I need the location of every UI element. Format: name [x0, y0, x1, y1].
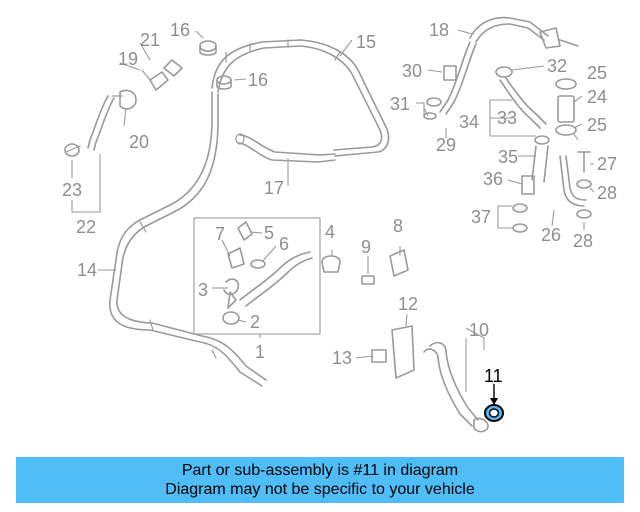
callout-19: 19 [118, 49, 138, 69]
banner-line-2: Diagram may not be specific to your vehi… [165, 481, 475, 498]
bolt-36 [521, 175, 535, 195]
callout-16-mid: 16 [248, 70, 268, 90]
fittings-37 [512, 203, 528, 233]
callout-4: 4 [325, 222, 335, 242]
bolt-9 [361, 275, 375, 285]
callout-5: 5 [264, 223, 274, 243]
callout-1: 1 [255, 342, 265, 362]
cap-4 [321, 255, 341, 273]
oring-6 [250, 259, 266, 269]
hose-17 [235, 133, 336, 163]
callout-13: 13 [332, 348, 352, 368]
bracket-8 [389, 249, 409, 277]
callout-26: 26 [541, 225, 561, 245]
callout-17: 17 [264, 178, 284, 198]
banner-line-1: Part or sub-assembly is #11 in diagram [181, 462, 459, 479]
callout-2: 2 [250, 312, 260, 332]
part-22-pipe [64, 95, 115, 157]
callout-33: 33 [497, 108, 517, 128]
callout-numbers: 1 2 3 4 5 6 7 8 9 10 11 12 13 14 15 16 1… [62, 20, 617, 386]
clamp-32 [495, 66, 513, 78]
callout-3: 3 [198, 280, 208, 300]
bolt-13 [371, 349, 387, 363]
part-20-fitting [111, 89, 137, 110]
callout-7: 7 [215, 224, 225, 244]
callout-14: 14 [77, 260, 97, 280]
washers-28 [576, 179, 592, 219]
callout-37: 37 [471, 207, 491, 227]
callout-18: 18 [429, 20, 449, 40]
fitting-30 [443, 65, 457, 81]
part-7 [227, 247, 245, 269]
callout-28-top: 28 [597, 183, 617, 203]
callout-25-bottom: 25 [587, 115, 607, 135]
callout-9: 9 [361, 237, 371, 257]
callout-20: 20 [129, 132, 149, 152]
cap-25-bottom [555, 124, 577, 136]
callout-28-bottom: 28 [573, 231, 593, 251]
callout-11: 11 [484, 366, 503, 386]
fitting-35 [531, 135, 550, 183]
part-5 [237, 221, 253, 241]
callout-11-arrow [490, 384, 498, 405]
callout-12: 12 [398, 294, 418, 314]
callout-15: 15 [356, 32, 376, 52]
part-21-cap [163, 59, 183, 77]
pipe-10 [423, 341, 489, 433]
callout-25-top: 25 [587, 63, 607, 83]
cap-25-top [555, 78, 577, 90]
callout-21: 21 [140, 30, 160, 50]
pipe-26 [559, 155, 587, 207]
assembly-box-1 [193, 217, 321, 335]
fitting-16-top [199, 40, 217, 56]
hose-18 [469, 16, 579, 49]
coolant-pipe-15 [211, 39, 390, 157]
callout-31: 31 [390, 94, 410, 114]
pipe-1-assembly [227, 251, 313, 309]
oring-11 [484, 404, 504, 422]
info-banner: Part or sub-assembly is #11 in diagram D… [16, 457, 624, 503]
hose-33 [499, 77, 547, 129]
bracket-12 [391, 325, 415, 379]
hose-29 [439, 41, 477, 115]
callout-10: 10 [469, 320, 489, 340]
filter-24 [557, 95, 575, 123]
oring-2 [222, 311, 240, 325]
leader-lines [71, 29, 595, 392]
callout-27: 27 [597, 154, 617, 174]
coolant-pipe-14 [109, 91, 267, 387]
callout-22: 22 [76, 217, 96, 237]
callout-23: 23 [62, 180, 82, 200]
parts-diagram: 1 2 3 4 5 6 7 8 9 10 11 12 13 14 15 16 1… [62, 16, 617, 433]
callout-16-top: 16 [170, 20, 190, 40]
clamp-31 [423, 97, 442, 120]
bolt-27 [577, 151, 591, 173]
clip-3 [223, 278, 240, 296]
callout-35: 35 [498, 147, 518, 167]
part-19-sensor [149, 71, 169, 91]
callout-6: 6 [279, 234, 289, 254]
callout-8: 8 [393, 216, 403, 236]
callout-30: 30 [402, 61, 422, 81]
callout-34: 34 [459, 112, 479, 132]
callout-29: 29 [436, 135, 456, 155]
callout-24: 24 [587, 87, 607, 107]
callout-32: 32 [547, 56, 567, 76]
fitting-16-mid [216, 75, 232, 90]
callout-36: 36 [483, 169, 503, 189]
